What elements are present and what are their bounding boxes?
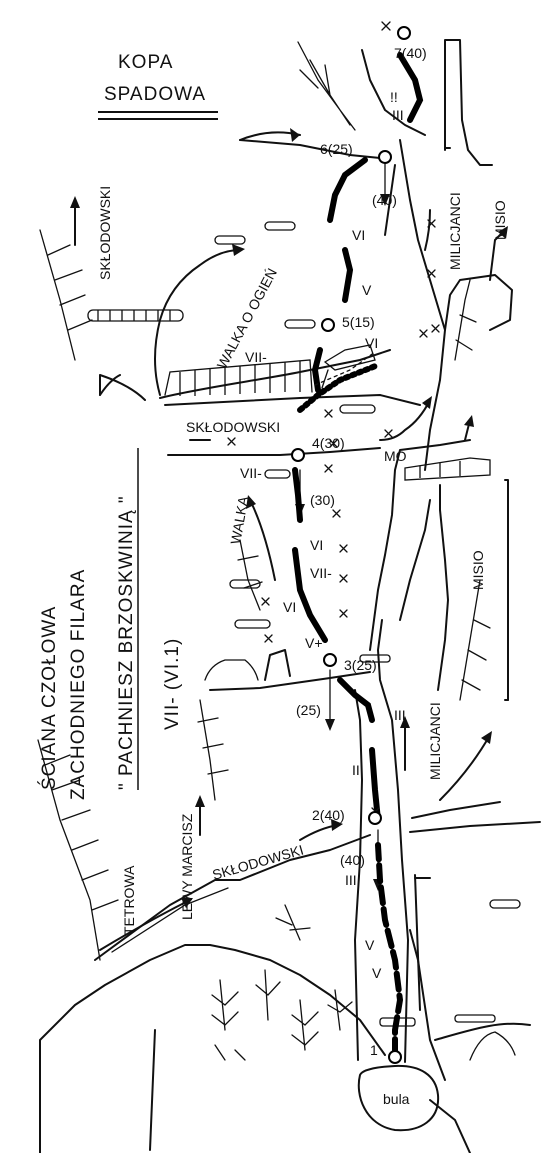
title-line2: ZACHODNIEGO FILARA — [68, 569, 89, 800]
grade-p1b: V — [372, 965, 382, 981]
grade-p5b: VII- — [245, 349, 267, 365]
main-route — [292, 52, 424, 1058]
grade-p1a: V — [365, 937, 375, 953]
belay-1 — [388, 1050, 402, 1064]
rappel-labels: (40) (25) (30) (40) — [296, 192, 397, 868]
overhangs — [87, 221, 521, 1027]
bula-label: bula — [383, 1091, 410, 1107]
belays: 1 2(40) 3(25) 4(30) 5(15) 6(25) 7(40) — [291, 26, 427, 1064]
route-label-sklodowski-top: SKŁODOWSKI — [97, 186, 113, 280]
belay-5-label: 5(15) — [342, 314, 375, 330]
grade-p2b: II — [352, 762, 360, 778]
route-label-walka: WALKA — [227, 494, 251, 545]
title-route-name: " PACHNIESZ BRZOSKWINIĄ " — [116, 495, 137, 790]
belay-3-label: 3(25) — [344, 657, 377, 673]
belay-4-label: 4(30) — [312, 435, 345, 451]
title-grade: VII- (VI.1) — [162, 638, 183, 730]
grade-p7a: !! — [390, 89, 398, 105]
route-label-misio-top: MISIO — [492, 200, 508, 240]
rappel-label-6: (40) — [372, 192, 397, 208]
belay-2-label: 2(40) — [312, 807, 345, 823]
title-line1: ŚCIANA CZOŁOWA — [38, 606, 60, 790]
grade-p6b: V — [362, 282, 372, 298]
belay-6-label: 6(25) — [320, 141, 353, 157]
grade-p3: III — [394, 707, 406, 723]
route-label-sklodowski-mid: SKŁODOWSKI — [186, 419, 280, 435]
belay-4 — [291, 448, 305, 462]
neighbour-route-arrows — [70, 128, 508, 1151]
belay-6 — [378, 150, 392, 164]
grade-p6a: VI — [365, 335, 378, 351]
pitch-grades: V V III II III V+ VI VII- VI VII- VII- V… — [240, 89, 406, 981]
rappel-label-3: (25) — [296, 702, 321, 718]
place-labels: KOPA SPADOWA bula — [98, 52, 410, 1107]
summit-label-line1: KOPA — [118, 52, 173, 73]
route-label-lewy-marcisz: LEWY MARCISZ — [179, 813, 195, 920]
route-label-sklodowski-low: SKŁODOWSKI — [210, 842, 305, 883]
belay-7 — [397, 26, 411, 40]
route-label-milicjanci-low: MILICJANCI — [427, 702, 443, 780]
belay-7-label: 7(40) — [394, 45, 427, 61]
grade-p7b: III — [392, 107, 404, 123]
grade-p4a: V+ — [305, 635, 323, 651]
summit-label-line2: SPADOWA — [104, 84, 206, 105]
route-label-tetrowa: TETROWA — [121, 865, 137, 935]
belay-1-label: 1 — [370, 1042, 378, 1058]
grade-p4c: VII- — [310, 565, 332, 581]
grade-p2a: III — [345, 872, 357, 888]
protection-marks — [227, 21, 440, 816]
grade-p4d: VI — [310, 537, 323, 553]
rappel-label-2: (40) — [340, 852, 365, 868]
belay-5 — [321, 318, 335, 332]
route-label-mo: MO — [384, 448, 407, 464]
rappel-label-4: (30) — [310, 492, 335, 508]
grade-p6c: VI — [352, 227, 365, 243]
belay-2 — [368, 811, 382, 825]
grade-p4b: VI — [283, 599, 296, 615]
belay-3 — [323, 653, 337, 667]
grade-p5a: VII- — [240, 465, 262, 481]
terrain — [39, 39, 541, 1153]
title-block: ŚCIANA CZOŁOWA ZACHODNIEGO FILARA " PACH… — [38, 448, 183, 800]
vegetation — [37, 41, 491, 1061]
route-label-misio-mid: MISIO — [470, 550, 486, 590]
route-label-milicjanci-top: MILICJANCI — [447, 192, 463, 270]
neighbour-route-labels: SKŁODOWSKI WALKA O OGIEŃ SKŁODOWSKI WALK… — [97, 186, 508, 935]
